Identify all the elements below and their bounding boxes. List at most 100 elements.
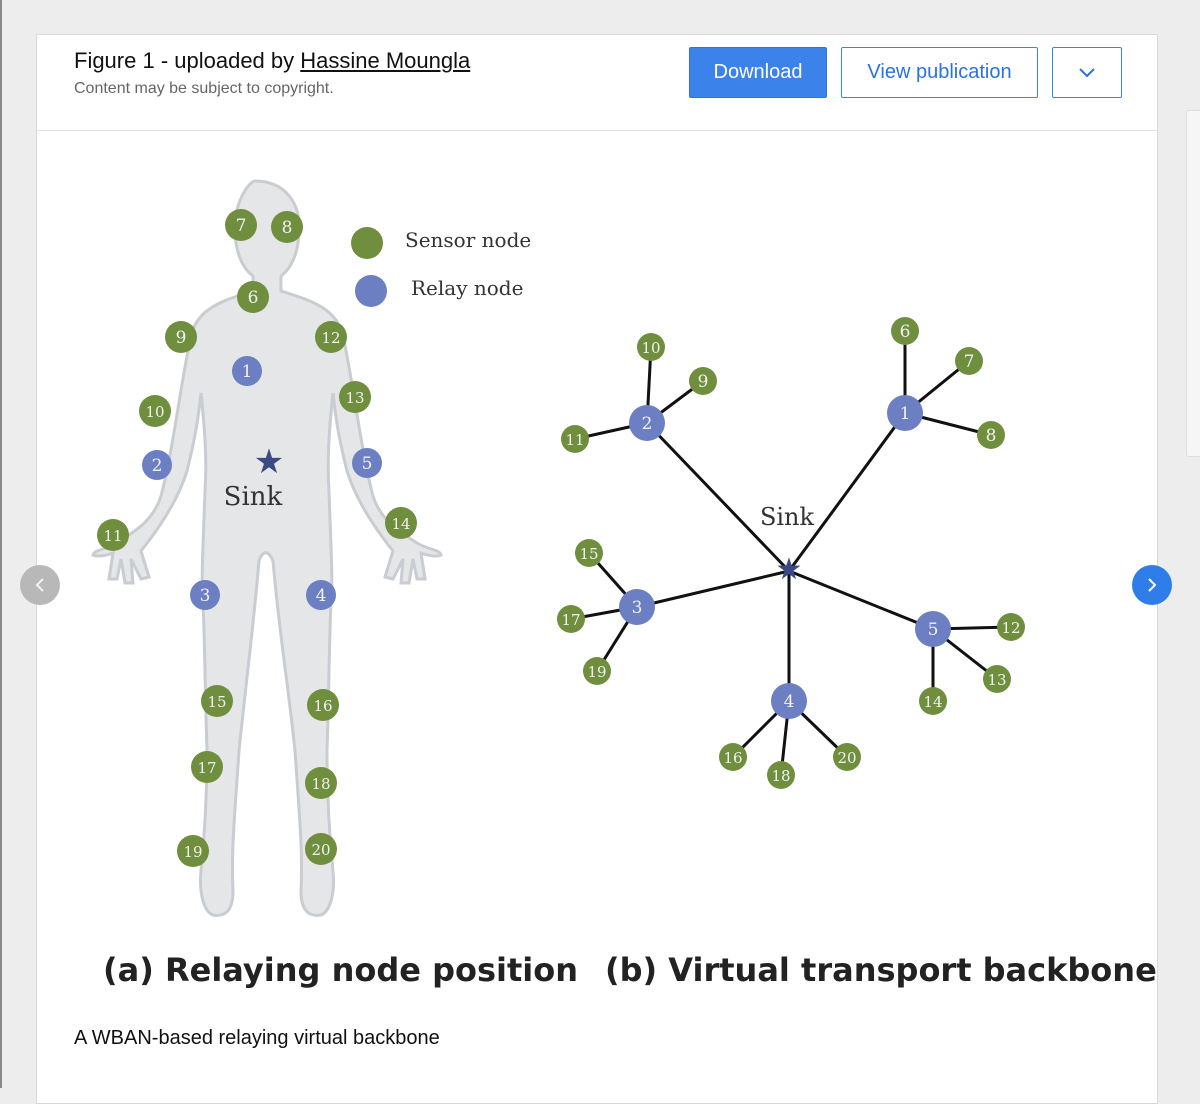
- svg-text:15: 15: [207, 693, 226, 711]
- body-node-11: 11: [97, 519, 129, 551]
- chevron-right-icon: [1148, 578, 1157, 592]
- svg-text:5: 5: [362, 454, 373, 474]
- sink-link-3: [636, 569, 790, 609]
- window-edge: [0, 0, 2, 1088]
- svg-text:18: 18: [311, 775, 330, 793]
- backbone-relay-5: 5: [915, 611, 951, 647]
- backbone-sensor-15: 15: [575, 539, 603, 567]
- svg-text:12: 12: [1001, 619, 1020, 637]
- copyright-notice: Content may be subject to copyright.: [74, 80, 334, 97]
- svg-text:20: 20: [837, 749, 856, 767]
- svg-text:★: ★: [254, 442, 284, 482]
- side-panel-edge: [1186, 110, 1200, 457]
- backbone-relay-2: 2: [629, 405, 665, 441]
- backbone-sensor-17: 17: [557, 605, 585, 633]
- svg-text:9: 9: [698, 372, 709, 392]
- human-body-silhouette: [91, 179, 443, 917]
- panel-a-caption: (a) Relaying node position: [103, 951, 578, 989]
- legend-relay-label: Relay node: [411, 276, 523, 300]
- author-link[interactable]: Hassine Moungla: [300, 48, 471, 73]
- svg-text:6: 6: [900, 322, 911, 342]
- panel-b-caption: (b) Virtual transport backbone: [605, 951, 1157, 989]
- backbone-sensor-14: 14: [919, 687, 947, 715]
- body-node-15: 15: [201, 685, 233, 717]
- svg-text:8: 8: [986, 426, 997, 446]
- svg-text:11: 11: [565, 431, 584, 449]
- body-node-16: 16: [307, 689, 339, 721]
- backbone-sensor-12: 12: [997, 613, 1025, 641]
- legend-sensor-swatch: [351, 227, 383, 259]
- body-node-5: 5: [352, 448, 382, 478]
- svg-text:7: 7: [236, 216, 247, 236]
- sink-link-1: [787, 412, 907, 572]
- view-publication-button[interactable]: View publication: [841, 47, 1038, 98]
- svg-text:4: 4: [316, 586, 327, 606]
- svg-text:7: 7: [964, 352, 975, 372]
- body-node-8: 8: [271, 211, 303, 243]
- chevron-down-icon: [1079, 67, 1095, 77]
- svg-text:12: 12: [321, 329, 340, 347]
- body-node-1: 1: [232, 356, 262, 386]
- body-node-3: 3: [190, 580, 220, 610]
- sink-label-b: Sink: [760, 503, 815, 531]
- figure-title: Figure 1 - uploaded by Hassine Moungla: [74, 48, 470, 74]
- svg-text:19: 19: [587, 663, 606, 681]
- body-node-6: 6: [237, 281, 269, 313]
- svg-text:10: 10: [145, 403, 164, 421]
- svg-text:6: 6: [248, 288, 259, 308]
- svg-text:1: 1: [242, 362, 253, 382]
- body-node-19: 19: [177, 835, 209, 867]
- sink-marker-a: ★: [254, 442, 284, 482]
- svg-text:18: 18: [771, 767, 790, 785]
- svg-text:3: 3: [632, 598, 643, 618]
- backbone-relay-3: 3: [619, 589, 655, 625]
- previous-figure-button[interactable]: [20, 565, 60, 605]
- body-node-14: 14: [385, 507, 417, 539]
- figure-modal: Figure 1 - uploaded by Hassine Moungla C…: [36, 34, 1158, 1104]
- figure-title-prefix: Figure 1 - uploaded by: [74, 48, 295, 73]
- more-options-button[interactable]: [1052, 47, 1122, 98]
- backbone-sensor-9: 9: [689, 367, 717, 395]
- download-button[interactable]: Download: [689, 47, 827, 98]
- svg-text:2: 2: [152, 456, 163, 476]
- sink-marker-b: ★: [776, 552, 803, 587]
- svg-text:13: 13: [987, 671, 1006, 689]
- svg-text:20: 20: [311, 841, 330, 859]
- body-node-10: 10: [139, 395, 171, 427]
- backbone-sensor-11: 11: [561, 425, 589, 453]
- body-node-18: 18: [305, 767, 337, 799]
- body-node-9: 9: [165, 321, 197, 353]
- backbone-sensor-19: 19: [583, 657, 611, 685]
- legend-sensor-label: Sensor node: [405, 228, 531, 252]
- svg-text:17: 17: [561, 611, 580, 629]
- svg-text:8: 8: [282, 218, 293, 238]
- body-node-7: 7: [225, 209, 257, 241]
- svg-text:5: 5: [928, 620, 939, 640]
- backbone-sensor-20: 20: [833, 743, 861, 771]
- backbone-relay-4: 4: [771, 683, 807, 719]
- body-node-13: 13: [339, 381, 371, 413]
- chevron-left-icon: [35, 578, 44, 592]
- sink-link-5: [788, 569, 934, 631]
- svg-text:1: 1: [900, 404, 911, 424]
- legend-relay-swatch: [355, 275, 387, 307]
- figure-caption: A WBAN-based relaying virtual backbone: [74, 1027, 440, 1049]
- body-node-12: 12: [315, 321, 347, 353]
- body-node-20: 20: [305, 833, 337, 865]
- body-node-2: 2: [142, 450, 172, 480]
- next-figure-button[interactable]: [1132, 565, 1172, 605]
- svg-text:16: 16: [313, 697, 332, 715]
- backbone-sensor-13: 13: [983, 665, 1011, 693]
- backbone-sensor-7: 7: [955, 347, 983, 375]
- svg-text:16: 16: [723, 749, 742, 767]
- sink-link-2: [645, 421, 791, 573]
- legend: Sensor node Relay node: [351, 227, 531, 307]
- svg-text:4: 4: [784, 692, 795, 712]
- svg-text:11: 11: [103, 527, 122, 545]
- figure-header: Figure 1 - uploaded by Hassine Moungla C…: [37, 35, 1157, 131]
- body-node-4: 4: [306, 580, 336, 610]
- svg-text:13: 13: [345, 389, 364, 407]
